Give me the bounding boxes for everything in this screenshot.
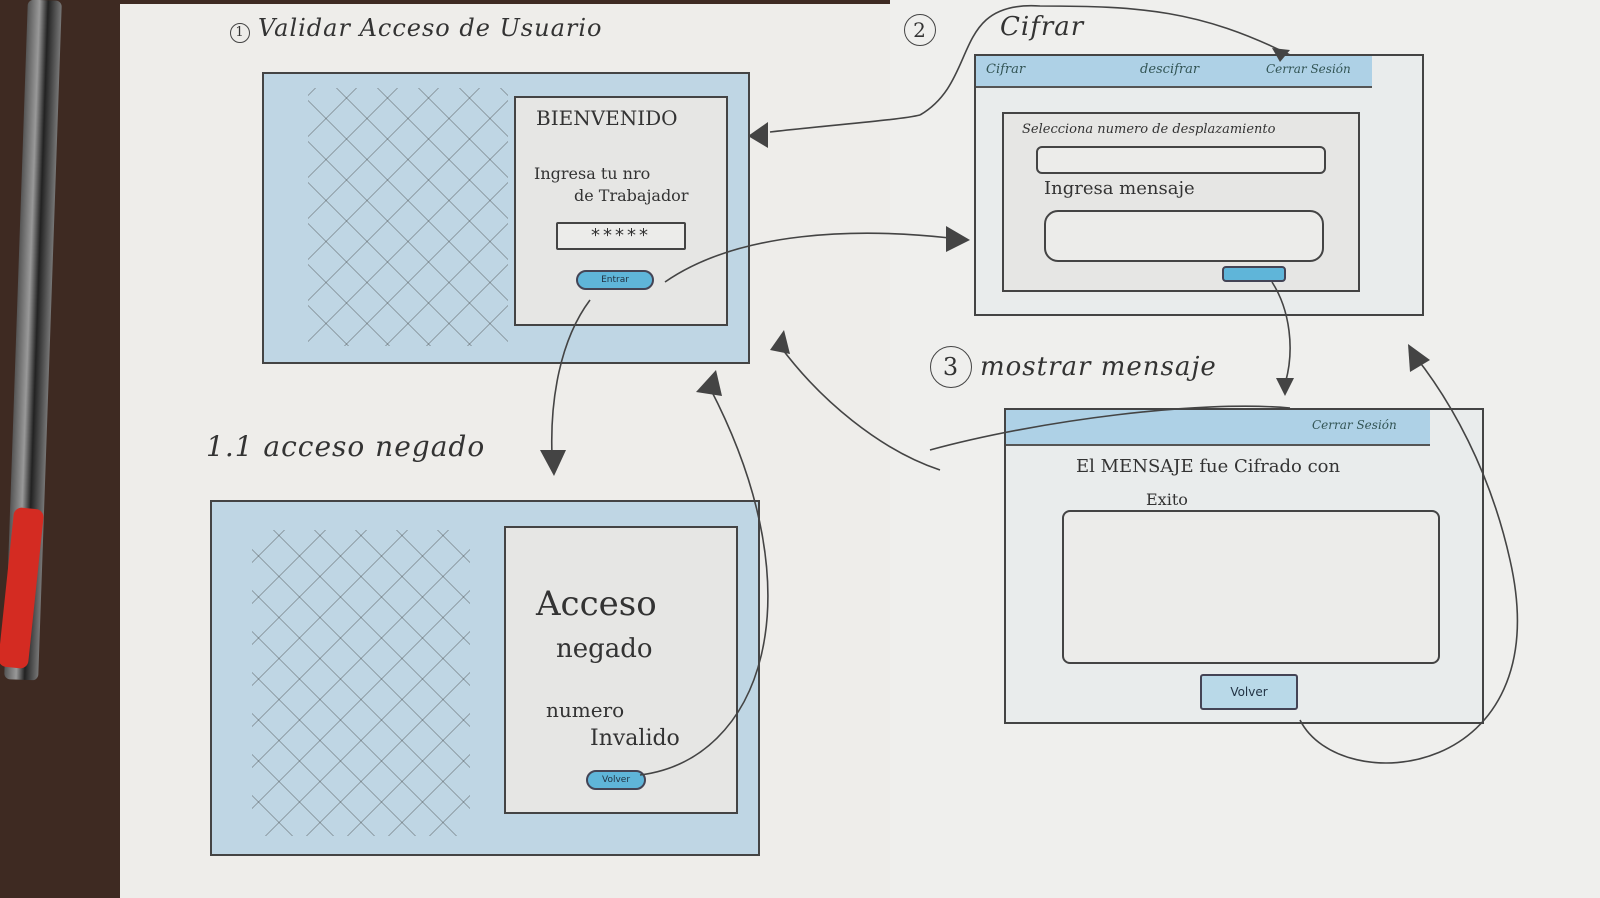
screen2-number: 2	[904, 14, 936, 46]
login-panel: BIENVENIDO Ingresa tu nro de Trabajador …	[514, 96, 728, 326]
worker-number-prompt-1: Ingresa tu nro	[534, 164, 651, 183]
encrypt-panel: Selecciona numero de desplazamiento Ingr…	[1002, 112, 1360, 292]
success-message-line2: Exito	[1146, 490, 1188, 509]
screen3-title: 3 mostrar mensaje	[930, 346, 1217, 388]
screen2-window: Cifrar descifrar Cerrar Sesión Seleccion…	[974, 54, 1424, 316]
back-button-result[interactable]: Volver	[1200, 674, 1298, 710]
denied-line2: negado	[556, 634, 653, 664]
screen1-title-text: Validar Acceso de Usuario	[258, 14, 603, 42]
message-input[interactable]	[1044, 210, 1324, 262]
enter-button[interactable]: Entrar	[576, 270, 654, 290]
welcome-heading: BIENVENIDO	[536, 106, 678, 130]
back-button-denied[interactable]: Volver	[586, 770, 646, 790]
denied-line3: numero	[546, 698, 625, 722]
denied-line4: Invalido	[590, 726, 680, 751]
screen3-number: 3	[930, 346, 972, 388]
screen3-window: Cerrar Sesión El MENSAJE fue Cifrado con…	[1004, 408, 1484, 724]
denied-panel: Acceso negado numero Invalido Volver	[504, 526, 738, 814]
screen1-title: 1 Validar Acceso de Usuario	[230, 14, 602, 43]
screen1-1-image-placeholder	[252, 530, 470, 836]
denied-line1: Acceso	[536, 584, 657, 624]
screen1-1-window: Acceso negado numero Invalido Volver	[210, 500, 760, 856]
menu-cerrar-sesion[interactable]: Cerrar Sesión	[1266, 62, 1351, 76]
pen-object	[0, 0, 70, 898]
worker-number-prompt-2: de Trabajador	[574, 186, 689, 205]
screen2-title-text: Cifrar	[1000, 12, 1085, 42]
message-label: Ingresa mensaje	[1044, 178, 1195, 199]
shift-number-label: Selecciona numero de desplazamiento	[1022, 122, 1276, 137]
menu-cerrar-sesion-3[interactable]: Cerrar Sesión	[1312, 418, 1397, 432]
screen1-window: BIENVENIDO Ingresa tu nro de Trabajador …	[262, 72, 750, 364]
encrypted-output-box	[1062, 510, 1440, 664]
screen1-number: 1	[230, 23, 250, 43]
menu-descifrar[interactable]: descifrar	[1140, 62, 1200, 77]
screen3-title-text: mostrar mensaje	[980, 352, 1217, 382]
encrypt-submit-button[interactable]	[1222, 266, 1286, 282]
screen2-menubar: Cifrar descifrar Cerrar Sesión	[976, 56, 1372, 88]
screen3-menubar: Cerrar Sesión	[1006, 410, 1430, 446]
worker-number-input[interactable]: *****	[556, 222, 686, 250]
success-message-line1: El MENSAJE fue Cifrado con	[1076, 456, 1341, 477]
screen1-image-placeholder	[308, 88, 508, 346]
menu-cifrar[interactable]: Cifrar	[986, 62, 1026, 77]
screen2-title: 2	[904, 14, 944, 46]
screen1-1-title: 1.1 acceso negado	[206, 430, 486, 463]
shift-number-input[interactable]	[1036, 146, 1326, 174]
